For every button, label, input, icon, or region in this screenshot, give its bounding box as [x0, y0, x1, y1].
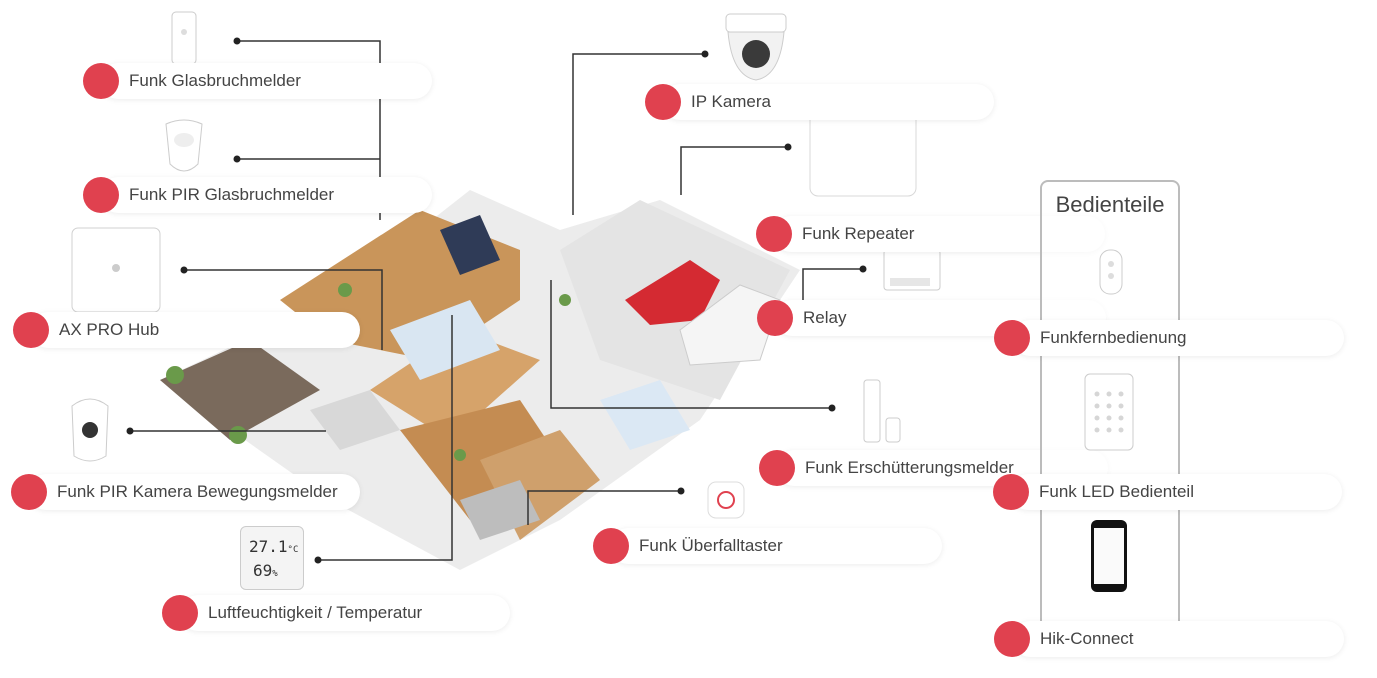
marker-dot [593, 528, 629, 564]
humidity-temperature-sensor: 27.1°C 69% [240, 526, 304, 590]
panic-button-icon [707, 481, 745, 519]
humidity-unit: % [272, 569, 278, 579]
marker-dot [756, 216, 792, 252]
label-pir-glasbruchmelder: Funk PIR Glasbruchmelder [129, 185, 335, 204]
led-keypad-icon [1084, 373, 1134, 451]
marker-dot [645, 84, 681, 120]
pir-glass-break-sensor-icon [165, 119, 203, 172]
pir-camera-detector-icon [71, 398, 109, 462]
temperature-value: 27.1 [249, 537, 288, 556]
marker-dot [759, 450, 795, 486]
label-pill [610, 528, 942, 564]
label-pill [1010, 474, 1342, 510]
label-repeater: Funk Repeater [802, 224, 915, 243]
marker-dot [11, 474, 47, 510]
label-pill [1012, 621, 1344, 657]
label-pill [28, 474, 360, 510]
label-pill [100, 177, 432, 213]
label-pill [30, 312, 360, 348]
smartphone-icon [1091, 520, 1127, 592]
marker-dot [994, 621, 1030, 657]
glass-break-sensor-icon [171, 11, 197, 65]
marker-dot [757, 300, 793, 336]
remote-control-icon [1099, 249, 1123, 295]
marker-dot [83, 177, 119, 213]
label-relay: Relay [803, 308, 847, 327]
house-floorplan [160, 190, 800, 570]
marker-dot [13, 312, 49, 348]
marker-dot [162, 595, 198, 631]
vibration-sensor-icon [863, 379, 901, 443]
ip-camera-icon [725, 13, 787, 81]
label-pill [662, 84, 994, 120]
label-ueberfalltaster: Funk Überfalltaster [639, 536, 783, 555]
label-funkfernbedienung: Funkfernbedienung [1040, 328, 1187, 347]
connector-lines [130, 40, 863, 561]
label-erschuetterungsmelder: Funk Erschütterungsmelder [805, 458, 1014, 477]
marker-dot [993, 474, 1029, 510]
label-pill [1012, 320, 1344, 356]
humidity-value: 69 [253, 561, 273, 580]
label-pill [100, 63, 432, 99]
ax-pro-hub-icon [71, 227, 161, 313]
label-pill [180, 595, 510, 631]
panel-title: Bedienteile [1055, 192, 1165, 217]
label-hik-connect: Hik-Connect [1040, 629, 1134, 648]
marker-dot [994, 320, 1030, 356]
marker-dot [83, 63, 119, 99]
label-ax-pro-hub: AX PRO Hub [59, 320, 160, 339]
label-luftfeuchtigkeit: Luftfeuchtigkeit / Temperatur [208, 603, 423, 622]
label-led-bedienteil: Funk LED Bedienteil [1039, 482, 1194, 501]
label-glasbruchmelder: Funk Glasbruchmelder [129, 71, 301, 90]
label-pir-kamera: Funk PIR Kamera Bewegungsmelder [57, 482, 338, 501]
label-ip-kamera: IP Kamera [691, 92, 772, 111]
temperature-unit: °C [287, 545, 299, 555]
connector-endpoints [126, 37, 867, 564]
